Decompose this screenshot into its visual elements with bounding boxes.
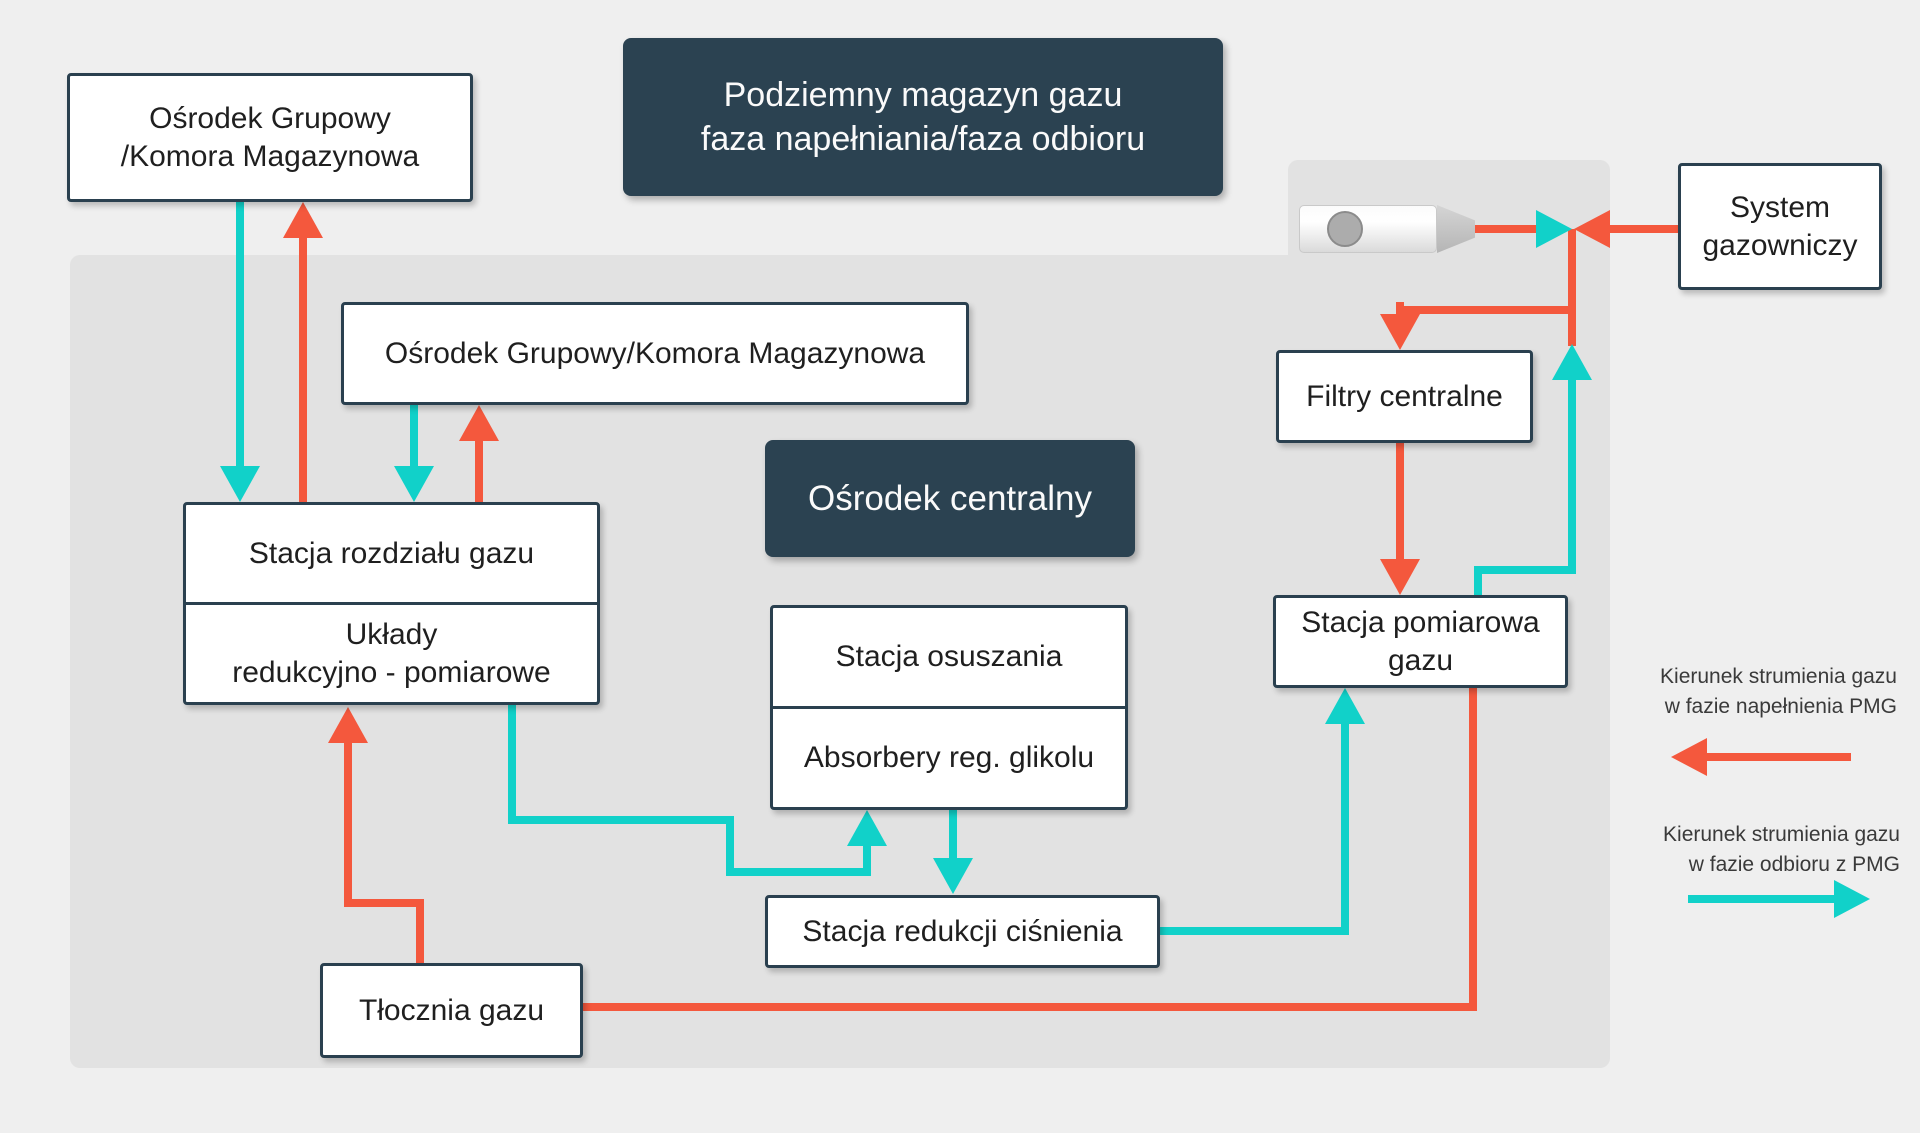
red-arrowhead-into-filtry-icon <box>1380 314 1420 350</box>
cyan-arrowhead-valve-icon <box>1536 210 1572 248</box>
box-absorbery: Absorbery reg. glikolu <box>773 706 1125 807</box>
box-stacja-osuszania: Stacja osuszania <box>773 608 1125 706</box>
box-osrodek-grupowy-2: Ośrodek Grupowy/Komora Magazynowa <box>341 302 969 405</box>
box-uklady-line2: redukcyjno - pomiarowe <box>232 655 551 689</box>
cyan-arrowhead-into-pomiarowa-icon <box>1325 688 1365 724</box>
red-line-tlocznia-up-1 <box>416 899 424 963</box>
box-absorbery-label: Absorbery reg. glikolu <box>803 741 1095 774</box>
cyan-arrowhead-into-rozdzial-mid-icon <box>394 466 434 502</box>
box-osrodek-grupowy-1-line2: /Komora Magazynowa <box>120 139 420 173</box>
cyan-line-absorbery-to-redukcja <box>949 808 957 860</box>
red-line-valve-down <box>1568 229 1576 346</box>
red-line-rozdzial-to-osrodek1 <box>299 236 307 502</box>
legend-withdraw-arrow-shaft <box>1688 895 1836 903</box>
red-line-rozdzial-to-osrodek2 <box>475 439 483 502</box>
cyan-line-uklady-right-1 <box>508 816 734 824</box>
box-tlocznia-label: Tłocznia gazu <box>358 993 545 1027</box>
box-osrodek-grupowy-1: Ośrodek Grupowy /Komora Magazynowa <box>67 73 473 202</box>
red-line-pipeline-to-valve <box>1470 225 1540 233</box>
red-line-long-horizontal-to-tlocznia <box>583 1003 1477 1011</box>
cyan-line-osrodek1-down <box>236 202 244 468</box>
diagram-title: Podziemny magazyn gazu faza napełniania/… <box>623 38 1223 196</box>
cyan-line-up-to-valve <box>1568 380 1576 574</box>
box-system-gazowniczy-line2: gazowniczy <box>1702 228 1858 262</box>
cyan-line-uklady-right-2 <box>726 868 871 876</box>
legend-fill-phase-text: Kierunek strumienia gazu w fazie napełni… <box>1597 662 1897 722</box>
box-tlocznia: Tłocznia gazu <box>320 963 583 1058</box>
box-osrodek-grupowy-1-line1: Ośrodek Grupowy <box>149 101 391 135</box>
red-arrowhead-into-uklady-icon <box>328 707 368 743</box>
legend-withdraw-phase-text: Kierunek strumienia gazu w fazie odbioru… <box>1600 820 1900 880</box>
box-stacja-rozdzialu-label: Stacja rozdziału gazu <box>248 536 535 570</box>
box-stacja-redukcji-label: Stacja redukcji ciśnienia <box>802 914 1123 948</box>
legend-withdraw-phase-line2: w fazie odbioru z PMG <box>1688 853 1900 876</box>
box-osuszanie-absorbery: Stacja osuszania Absorbery reg. glikolu <box>770 605 1128 810</box>
red-arrowhead-into-pomiarowa-icon <box>1380 559 1420 595</box>
box-stacja-rozdzialu: Stacja rozdziału gazu <box>186 505 597 602</box>
box-osrodek-centralny-label: Ośrodek centralny <box>807 478 1093 518</box>
red-stub-filtry <box>1396 302 1404 316</box>
box-stacja-pomiarowa-line2: gazu <box>1387 643 1454 677</box>
red-arrowhead-into-osrodek1-icon <box>283 202 323 238</box>
box-stacja-osuszania-label: Stacja osuszania <box>835 640 1063 673</box>
cyan-stub-pomiarowa-top <box>1474 568 1482 597</box>
box-filtry: Filtry centralne <box>1276 350 1533 443</box>
box-system-gazowniczy: System gazowniczy <box>1678 163 1882 290</box>
cyan-arrowhead-into-absorbery-icon <box>847 810 887 846</box>
diagram-title-line2: faza napełniania/faza odbioru <box>700 120 1146 158</box>
cyan-arrowhead-into-redukcja-icon <box>933 858 973 894</box>
cyan-line-osrodek2-down <box>410 405 418 468</box>
box-osrodek-grupowy-2-label: Ośrodek Grupowy/Komora Magazynowa <box>384 336 926 370</box>
box-stacja-redukcji: Stacja redukcji ciśnienia <box>765 895 1160 968</box>
red-arrowhead-into-valve-icon <box>1574 210 1610 248</box>
box-stacja-rozdzialu-uklady: Stacja rozdziału gazu Układy redukcyjno … <box>183 502 600 705</box>
box-filtry-label: Filtry centralne <box>1306 379 1503 413</box>
box-uklady: Układy redukcyjno - pomiarowe <box>186 602 597 702</box>
box-stacja-pomiarowa-line1: Stacja pomiarowa <box>1301 605 1540 639</box>
red-arrowhead-into-osrodek2-icon <box>459 405 499 441</box>
legend-fill-arrow-shaft <box>1703 753 1851 761</box>
cyan-line-uklady-down-2 <box>726 816 734 876</box>
cyan-line-pomiarowa-right <box>1474 566 1576 574</box>
cyan-line-redukcja-right <box>1158 927 1349 935</box>
red-line-system-to-valve <box>1602 225 1682 233</box>
red-line-pomiarowa-down <box>1469 688 1477 1011</box>
red-line-branch-to-filtry <box>1400 306 1576 314</box>
box-osrodek-centralny: Ośrodek centralny <box>765 440 1135 557</box>
pipeline-valve-circle-icon <box>1327 211 1363 247</box>
legend-withdraw-arrowhead-icon <box>1834 880 1870 918</box>
cyan-line-uklady-down <box>508 705 516 824</box>
box-uklady-line1: Układy <box>345 617 438 651</box>
cyan-arrowhead-below-valve-icon <box>1552 344 1592 380</box>
legend-fill-phase-line2: w fazie napełnienia PMG <box>1664 695 1897 718</box>
red-line-filtry-to-pomiarowa <box>1396 441 1404 561</box>
red-line-tlocznia-jog <box>344 899 424 907</box>
box-stacja-pomiarowa: Stacja pomiarowa gazu <box>1273 595 1568 688</box>
cyan-line-up-to-pomiarowa <box>1341 723 1349 935</box>
cyan-arrowhead-into-rozdzial-left-icon <box>220 466 260 502</box>
box-system-gazowniczy-line1: System <box>1729 190 1831 224</box>
legend-fill-arrowhead-icon <box>1671 738 1707 776</box>
red-line-tlocznia-up-2 <box>344 741 352 907</box>
legend-withdraw-phase-line1: Kierunek strumienia gazu <box>1663 823 1900 846</box>
cyan-stub-absorbery <box>863 844 871 876</box>
legend-fill-phase-line1: Kierunek strumienia gazu <box>1660 665 1897 688</box>
diagram-title-line1: Podziemny magazyn gazu <box>723 76 1123 114</box>
pipeline-icon <box>1299 205 1437 253</box>
